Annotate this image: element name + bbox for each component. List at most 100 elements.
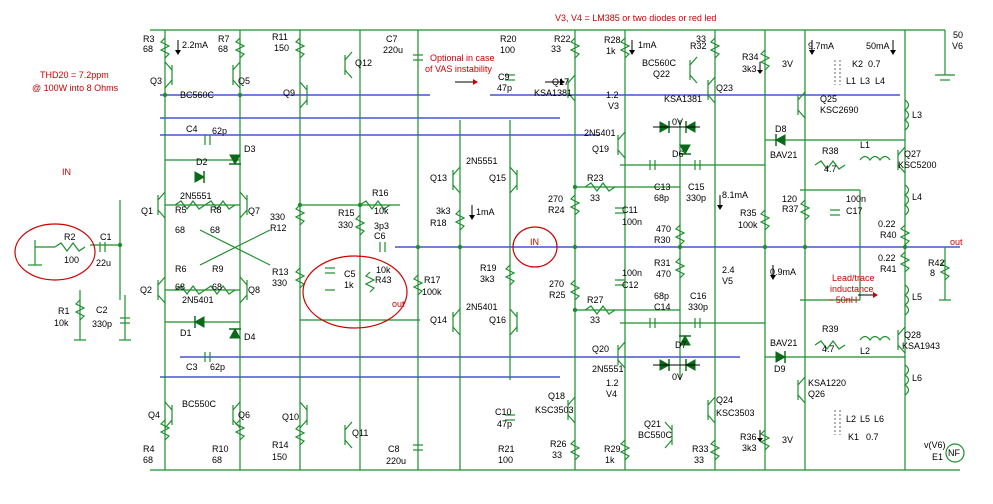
component-label: L4 bbox=[912, 192, 922, 202]
component-label: C1 bbox=[100, 232, 112, 242]
component-label: 50 bbox=[953, 30, 963, 40]
component-label: 3V bbox=[782, 435, 793, 445]
component-label: Q6 bbox=[238, 410, 250, 420]
nf-source-icon bbox=[945, 443, 965, 463]
inductors bbox=[834, 60, 910, 435]
component-label: KSC2690 bbox=[820, 105, 859, 115]
component-label: 47p bbox=[497, 83, 512, 93]
component-label: 3k3 bbox=[742, 64, 757, 74]
v3v4-note: V3, V4 = LM385 or two diodes or red led bbox=[555, 13, 716, 23]
component-label: 1mA bbox=[638, 40, 657, 50]
component-label: 9.7mA bbox=[808, 41, 834, 51]
component-label: 68 bbox=[210, 225, 220, 235]
component-label: E1 bbox=[932, 452, 943, 462]
notes: THD20 = 7.2ppm @ 100W into 8 Ohms V3, V4… bbox=[32, 13, 963, 309]
out-label-right: out bbox=[950, 237, 963, 247]
component-label: C14 bbox=[654, 302, 671, 312]
component-label: R31 bbox=[654, 258, 671, 268]
component-label: 4.7 bbox=[824, 164, 837, 174]
component-label: R27 bbox=[587, 295, 604, 305]
component-label: 3p3 bbox=[374, 221, 389, 231]
component-label: 470 bbox=[656, 224, 671, 234]
in-label-right: IN bbox=[530, 237, 539, 247]
component-label: C13 bbox=[654, 182, 671, 192]
component-label: Q10 bbox=[282, 412, 299, 422]
component-label: C8 bbox=[388, 444, 400, 454]
component-label: 62p bbox=[210, 362, 225, 372]
component-label: R8 bbox=[210, 205, 222, 215]
component-label: R21 bbox=[498, 444, 515, 454]
component-label: 1k bbox=[344, 280, 354, 290]
component-label: Q25 bbox=[820, 94, 837, 104]
component-label: 22u bbox=[96, 258, 111, 268]
component-label: Q4 bbox=[148, 410, 160, 420]
component-label: 0.22 bbox=[878, 253, 896, 263]
component-label: Q16 bbox=[489, 315, 506, 325]
component-label: R10 bbox=[212, 444, 229, 454]
component-label: 100n bbox=[846, 194, 866, 204]
component-label: C3 bbox=[186, 362, 198, 372]
component-label: 68 bbox=[143, 455, 153, 465]
component-labels: R3 68 2.2mA R7 68 Q3 Q5 BC560C R11 150 Q… bbox=[54, 30, 963, 466]
component-label: BC550C bbox=[638, 430, 673, 440]
component-label: 0V bbox=[672, 117, 683, 127]
component-label: R38 bbox=[822, 146, 839, 156]
component-label: C16 bbox=[690, 291, 707, 301]
component-label: R16 bbox=[372, 188, 389, 198]
component-label: R9 bbox=[212, 264, 224, 274]
component-label: 2.2mA bbox=[182, 40, 208, 50]
component-label: 100n bbox=[622, 217, 642, 227]
component-label: BAV21 bbox=[770, 338, 797, 348]
component-label: R6 bbox=[175, 264, 187, 274]
component-label: 0.7 bbox=[866, 432, 879, 442]
component-label: Q27 bbox=[904, 149, 921, 159]
out-label-mid: out bbox=[392, 299, 405, 309]
component-label: L2 bbox=[846, 414, 856, 424]
component-label: C11 bbox=[622, 205, 638, 215]
component-label: 0.7 bbox=[868, 59, 881, 69]
component-label: R23 bbox=[587, 173, 604, 183]
component-label: 68 bbox=[175, 282, 185, 292]
component-label: 330 bbox=[338, 220, 353, 230]
component-label: R40 bbox=[880, 230, 897, 240]
component-label: C12 bbox=[622, 280, 639, 290]
component-label: R11 bbox=[272, 32, 288, 42]
component-label: 47p bbox=[497, 419, 512, 429]
component-label: R35 bbox=[740, 208, 757, 218]
component-label: R3 bbox=[143, 34, 155, 44]
component-label: L5 bbox=[912, 292, 922, 302]
component-label: 100 bbox=[64, 255, 79, 265]
component-label: 220u bbox=[386, 456, 406, 466]
component-label: R24 bbox=[548, 205, 565, 215]
component-label: 68 bbox=[212, 455, 222, 465]
component-label: 330 bbox=[270, 212, 285, 222]
thd-note-line2: @ 100W into 8 Ohms bbox=[32, 83, 119, 93]
component-label: R43 bbox=[375, 275, 392, 285]
component-label: 150 bbox=[272, 452, 287, 462]
component-label: C15 bbox=[688, 182, 705, 192]
component-label: 270 bbox=[548, 194, 563, 204]
component-label: 62p bbox=[212, 126, 227, 136]
junction-dots bbox=[117, 92, 908, 313]
component-label: 150 bbox=[274, 43, 289, 53]
component-label: V6 bbox=[952, 41, 963, 51]
component-label: R19 bbox=[480, 263, 497, 273]
component-label: R30 bbox=[654, 235, 671, 245]
component-label: Q7 bbox=[248, 206, 260, 216]
component-label: C9 bbox=[498, 72, 510, 82]
component-label: L3 bbox=[912, 110, 922, 120]
component-label: 100k bbox=[738, 220, 758, 230]
component-label: R12 bbox=[270, 223, 287, 233]
component-label: 1mA bbox=[476, 207, 495, 217]
component-label: Q18 bbox=[548, 391, 565, 401]
component-label: C7 bbox=[386, 34, 398, 44]
component-label: Q23 bbox=[716, 83, 733, 93]
component-label: 1k bbox=[606, 46, 616, 56]
component-label: C2 bbox=[96, 305, 108, 315]
component-label: R5 bbox=[175, 205, 187, 215]
component-label: R14 bbox=[272, 440, 289, 450]
component-label: 68p bbox=[654, 291, 669, 301]
lead-note-line1: Lead/trace bbox=[832, 273, 875, 283]
input-ring bbox=[14, 223, 96, 281]
component-label: V4 bbox=[606, 389, 617, 399]
